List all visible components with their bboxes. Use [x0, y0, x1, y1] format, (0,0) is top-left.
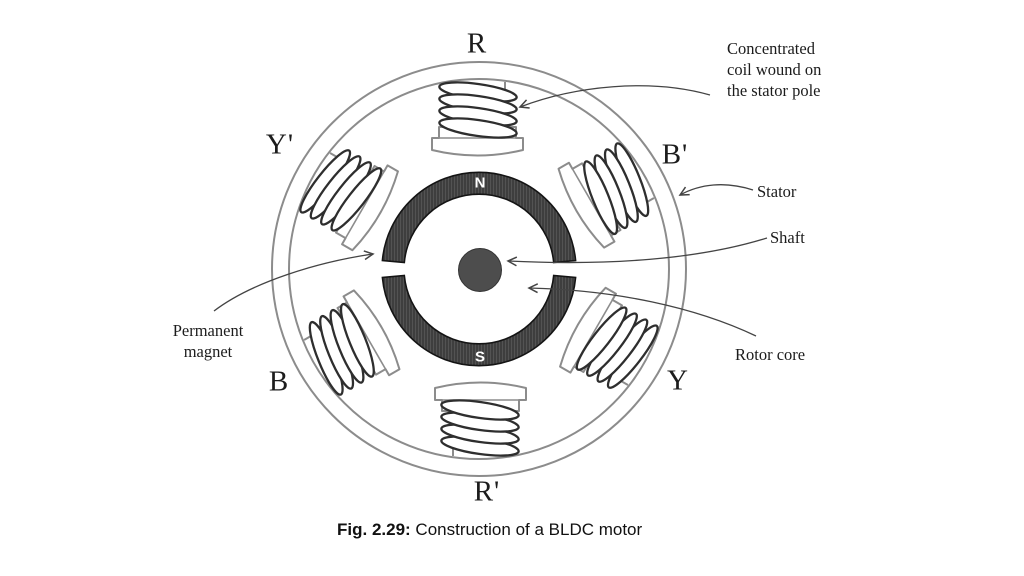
stator-inner-circle [288, 78, 670, 460]
phase-label-R: R [466, 27, 488, 60]
permanent-magnet-north-half [381, 171, 577, 264]
leader-shaft [506, 237, 768, 267]
figure-caption: Fig. 2.29: Construction of a BLDC motor [337, 520, 642, 540]
leader-stator [678, 184, 754, 196]
magnet-south-label: S [474, 348, 486, 366]
pole-R [430, 77, 525, 157]
phase-label-B: B [268, 365, 290, 398]
leader-lines [213, 85, 768, 337]
figure-caption-text: Construction of a BLDC motor [410, 520, 643, 539]
annotation-coil: Concentrated coil wound on the stator po… [727, 39, 822, 100]
annotation-rotor-core: Rotor core [735, 345, 806, 364]
phase-label-Y-prime: Y' [265, 128, 295, 161]
phase-label-Y: Y [667, 364, 689, 397]
magnet-north-label: N [474, 174, 486, 192]
leader-rotor-core [527, 283, 757, 337]
figure-caption-number: Fig. 2.29: [337, 520, 411, 539]
phase-label-B-prime: B' [661, 138, 689, 171]
permanent-magnet-south-half [381, 274, 577, 367]
shaft-circle [458, 248, 502, 292]
annotation-stator: Stator [757, 182, 797, 201]
leader-permanent-magnet [213, 250, 375, 312]
stator-outer-circle [271, 61, 687, 477]
pole-R-prime [433, 381, 528, 461]
leader-coil [518, 85, 711, 109]
phase-label-R-prime: R' [473, 475, 501, 508]
annotation-shaft: Shaft [770, 228, 805, 247]
annotation-permanent-magnet: Permanent magnet [172, 321, 244, 361]
